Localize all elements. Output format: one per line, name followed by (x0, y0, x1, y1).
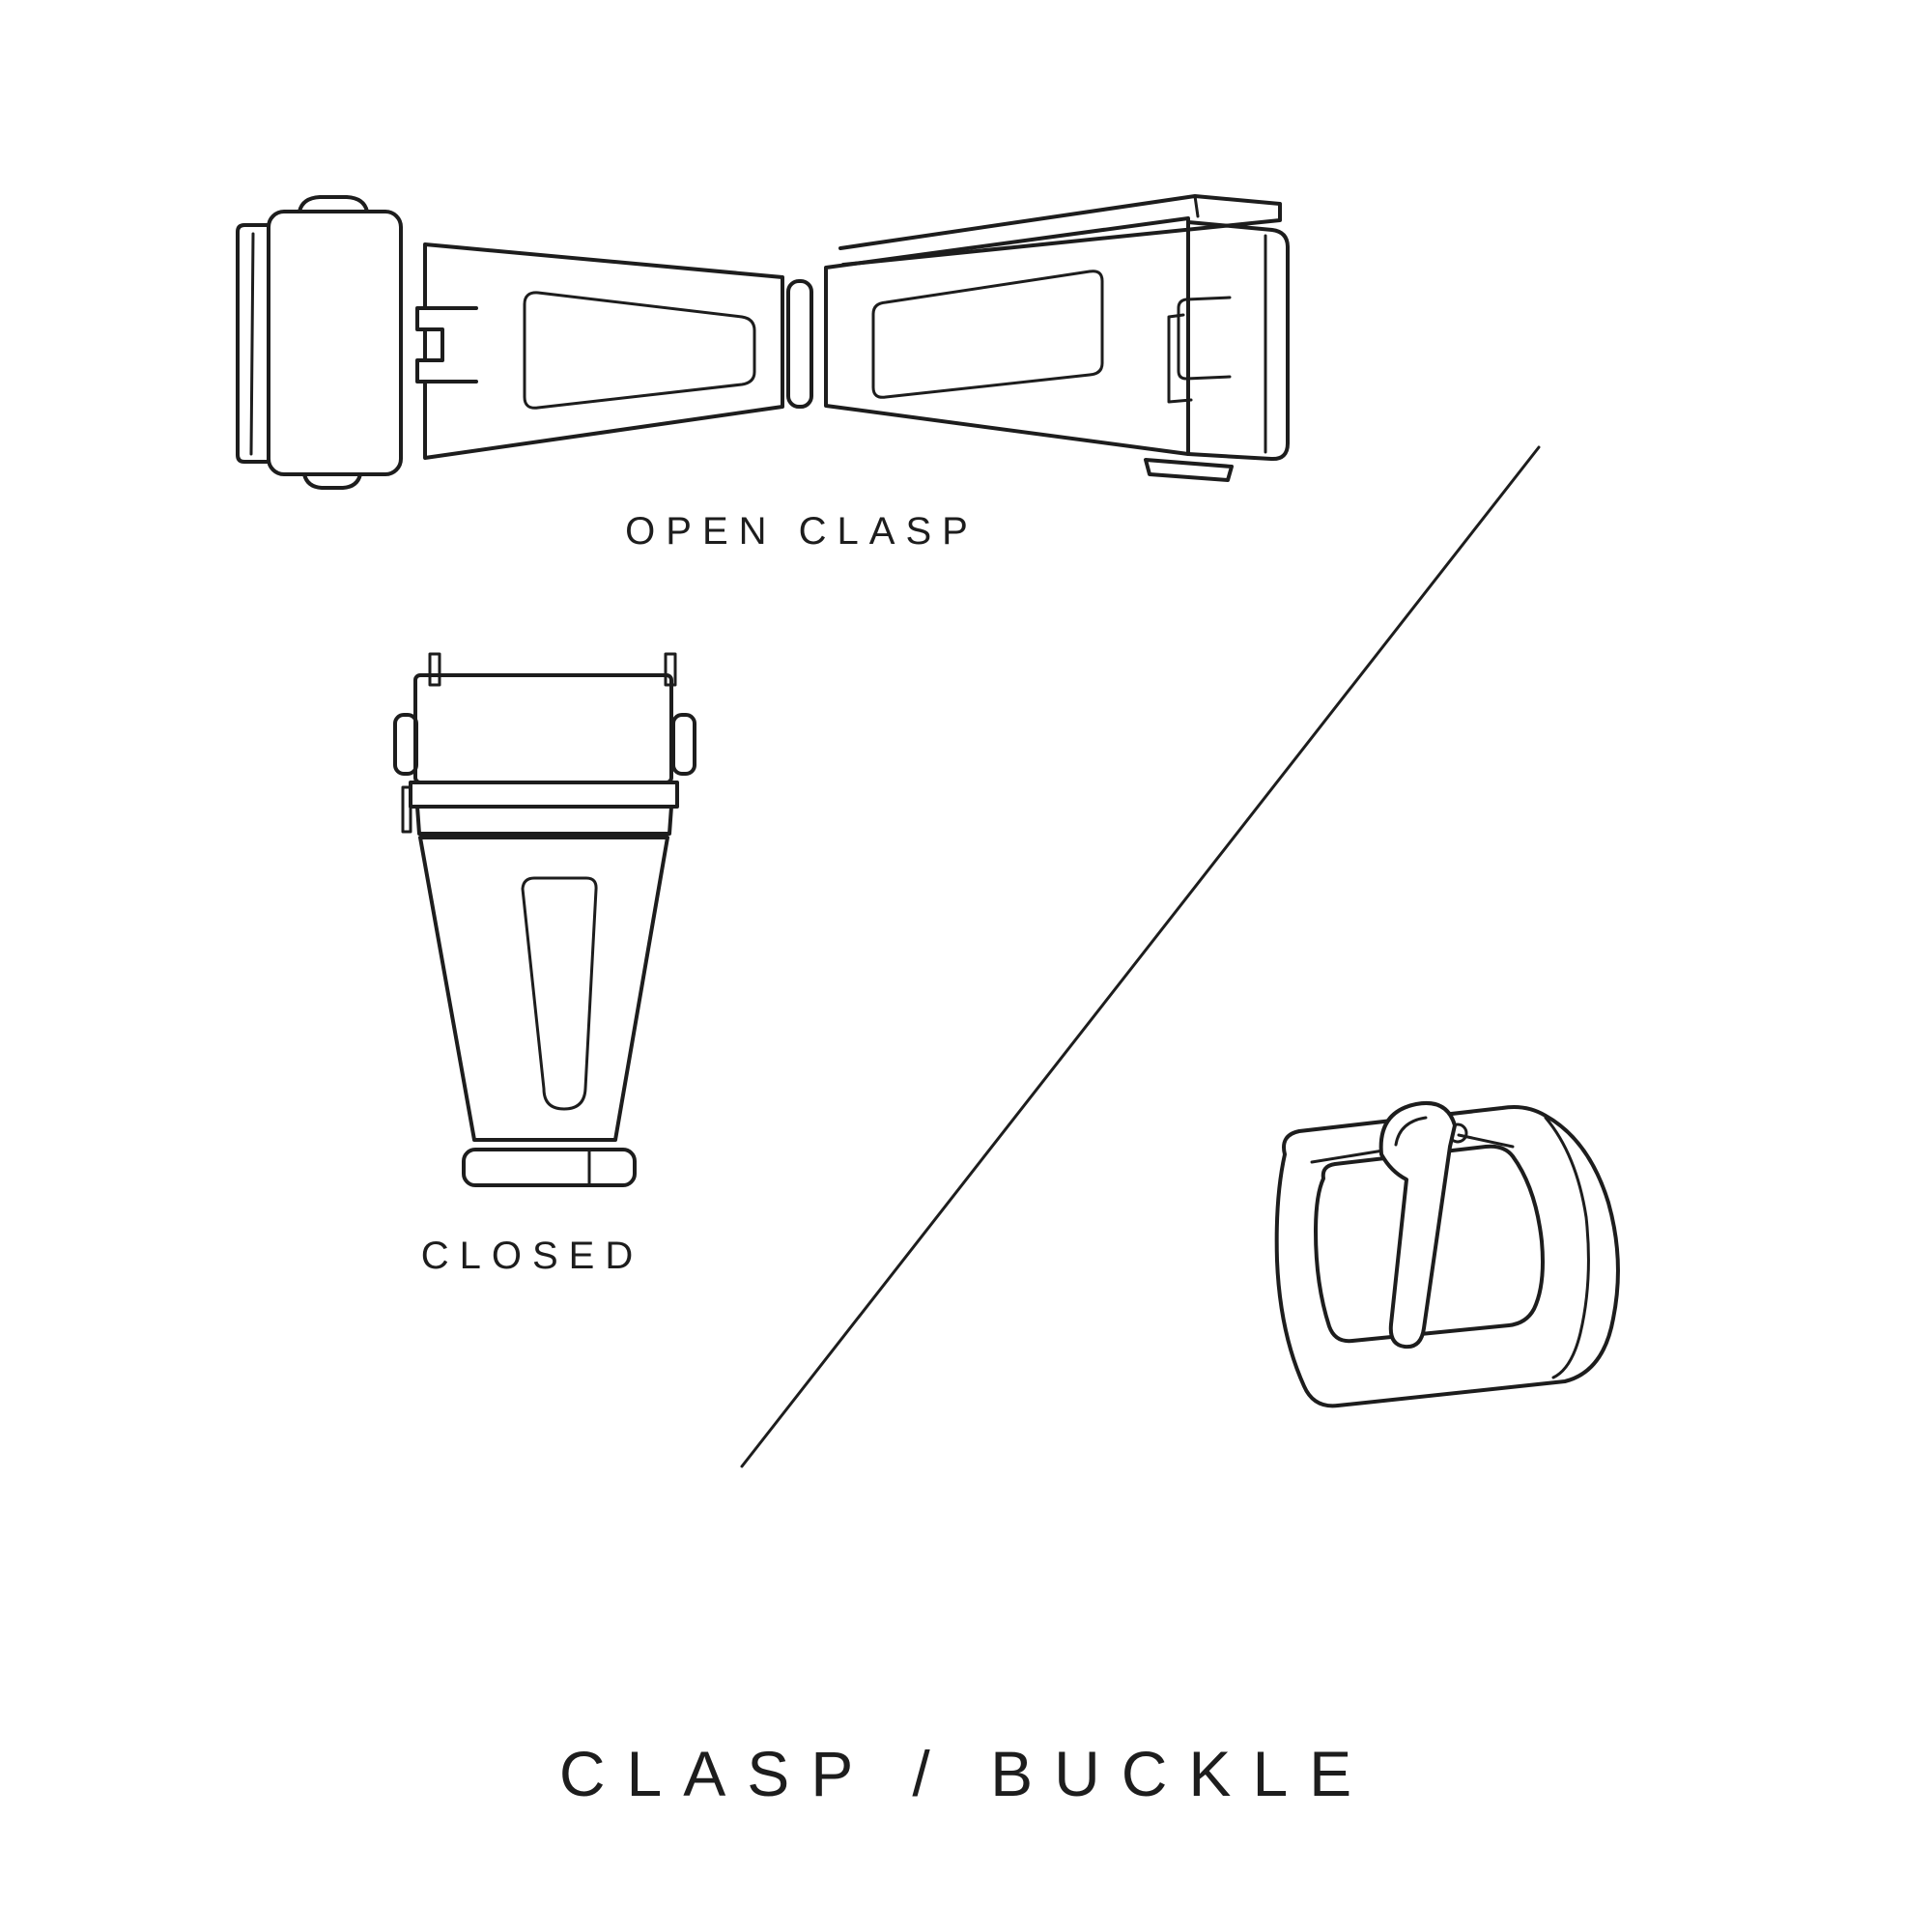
page-title: CLASP / BUCKLE (558, 1738, 1374, 1809)
buckle-illustration-icon (1274, 1101, 1620, 1408)
closed-label: CLOSED (420, 1235, 644, 1277)
open-clasp-label: OPEN CLASP (625, 510, 979, 553)
closed-clasp-illustration-icon (393, 652, 696, 1187)
open-clasp-illustration-icon (236, 194, 1290, 490)
